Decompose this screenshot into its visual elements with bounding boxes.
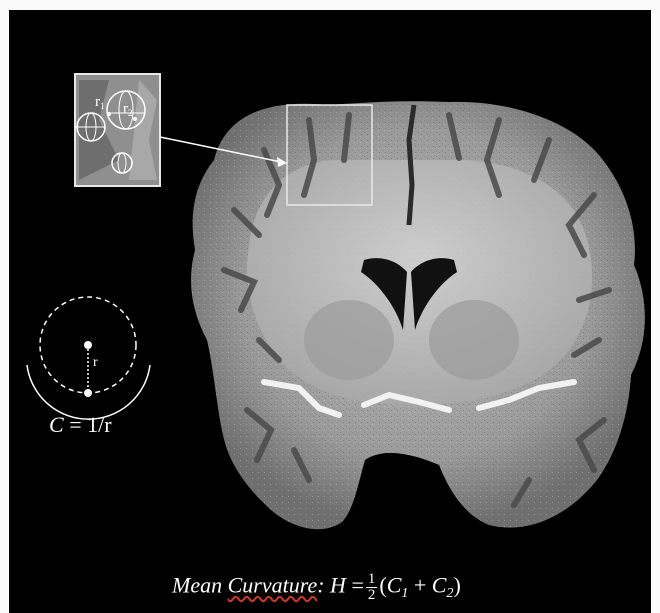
figure-panel: r1 r2 r bbox=[9, 10, 651, 613]
inset-magnified-patch bbox=[75, 74, 160, 186]
curvature-formula: C = 1/r bbox=[49, 412, 112, 438]
brain-mri-illustration: r1 r2 r bbox=[9, 10, 651, 613]
curvature-circle-diagram bbox=[27, 297, 150, 419]
radius-label: r bbox=[93, 355, 98, 370]
brain-slice bbox=[191, 101, 645, 613]
